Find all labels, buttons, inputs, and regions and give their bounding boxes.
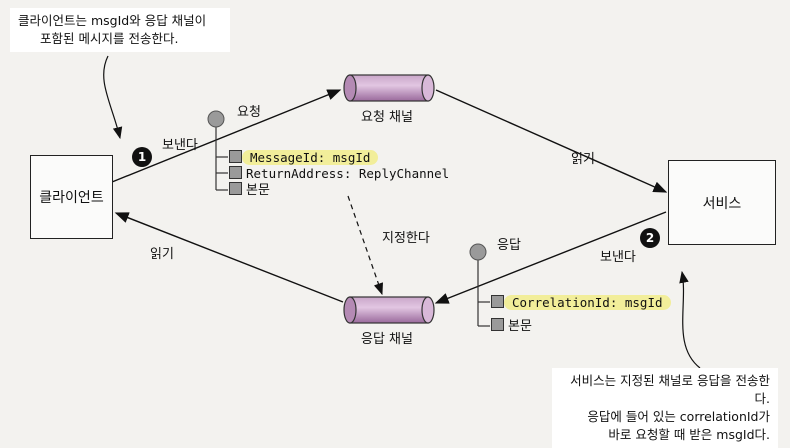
callout-arrow-bottom (679, 270, 701, 369)
send-arrow-1 (111, 89, 342, 183)
request-message-title: 요청 (237, 105, 261, 120)
read-label-1: 읽기 (571, 152, 595, 167)
field-square-icon (229, 166, 242, 179)
note-top-line-1: 클라이언트는 msgId와 응답 채널이 (18, 13, 207, 28)
request-field-message-id-text: MessageId: msgId (242, 150, 379, 165)
read-arrow-1 (435, 89, 668, 193)
request-field-body: 본문 (229, 182, 270, 199)
send-label-1: 보낸다 (162, 138, 198, 153)
designate-label: 지정한다 (382, 231, 430, 246)
read-arrow-2 (114, 212, 344, 303)
diagram-lines (103, 55, 701, 369)
reply-message-tree (477, 259, 490, 327)
request-message-tree (215, 126, 228, 191)
note-top-line-2: 포함된 메시지를 전송한다. (40, 31, 179, 46)
send-arrow-2 (434, 211, 667, 304)
field-square-icon (229, 182, 242, 195)
request-field-message-id: MessageId: msgId (229, 150, 379, 165)
step-1-badge: 1 (132, 147, 152, 167)
note-bottom-line-2: 응답에 들어 있는 correlationId가 (587, 409, 770, 424)
request-message-node (207, 110, 225, 128)
designate-arrow (347, 195, 383, 296)
reply-message-node (469, 243, 487, 261)
request-field-return-address-text: ReturnAddress: ReplyChannel (246, 166, 450, 181)
request-field-body-text: 본문 (246, 183, 270, 198)
reply-field-body-text: 본문 (508, 319, 532, 334)
field-square-icon (491, 295, 504, 308)
send-label-2: 보낸다 (600, 250, 636, 265)
request-field-return-address: ReturnAddress: ReplyChannel (229, 166, 449, 181)
read-label-2: 읽기 (150, 247, 174, 262)
reply-field-correlation-id: CorrelationId: msgId (491, 295, 671, 310)
client-label: 클라이언트 (39, 190, 104, 206)
step-2-badge: 2 (640, 228, 660, 248)
reply-field-body: 본문 (491, 318, 532, 335)
service-box: 서비스 (668, 160, 776, 245)
note-bottom-line-3: 바로 요청할 때 받은 msgId다. (608, 427, 770, 442)
reply-message-title: 응답 (497, 238, 521, 253)
request-channel-label: 요청 채널 (361, 110, 413, 125)
client-box: 클라이언트 (30, 155, 113, 239)
reply-channel-label: 응답 채널 (361, 332, 413, 347)
note-bottom: 서비스는 지정된 채널로 응답을 전송한다. 응답에 들어 있는 correla… (552, 368, 778, 448)
field-square-icon (491, 318, 504, 331)
field-square-icon (229, 150, 242, 163)
reply-channel-cylinder (343, 296, 435, 324)
service-label: 서비스 (702, 195, 742, 212)
request-channel-cylinder (343, 74, 435, 102)
reply-field-correlation-id-text: CorrelationId: msgId (504, 295, 671, 310)
note-bottom-line-1: 서비스는 지정된 채널로 응답을 전송한다. (570, 373, 770, 406)
callout-arrow-top (103, 55, 123, 140)
note-top: 클라이언트는 msgId와 응답 채널이 포함된 메시지를 전송한다. (10, 8, 230, 52)
